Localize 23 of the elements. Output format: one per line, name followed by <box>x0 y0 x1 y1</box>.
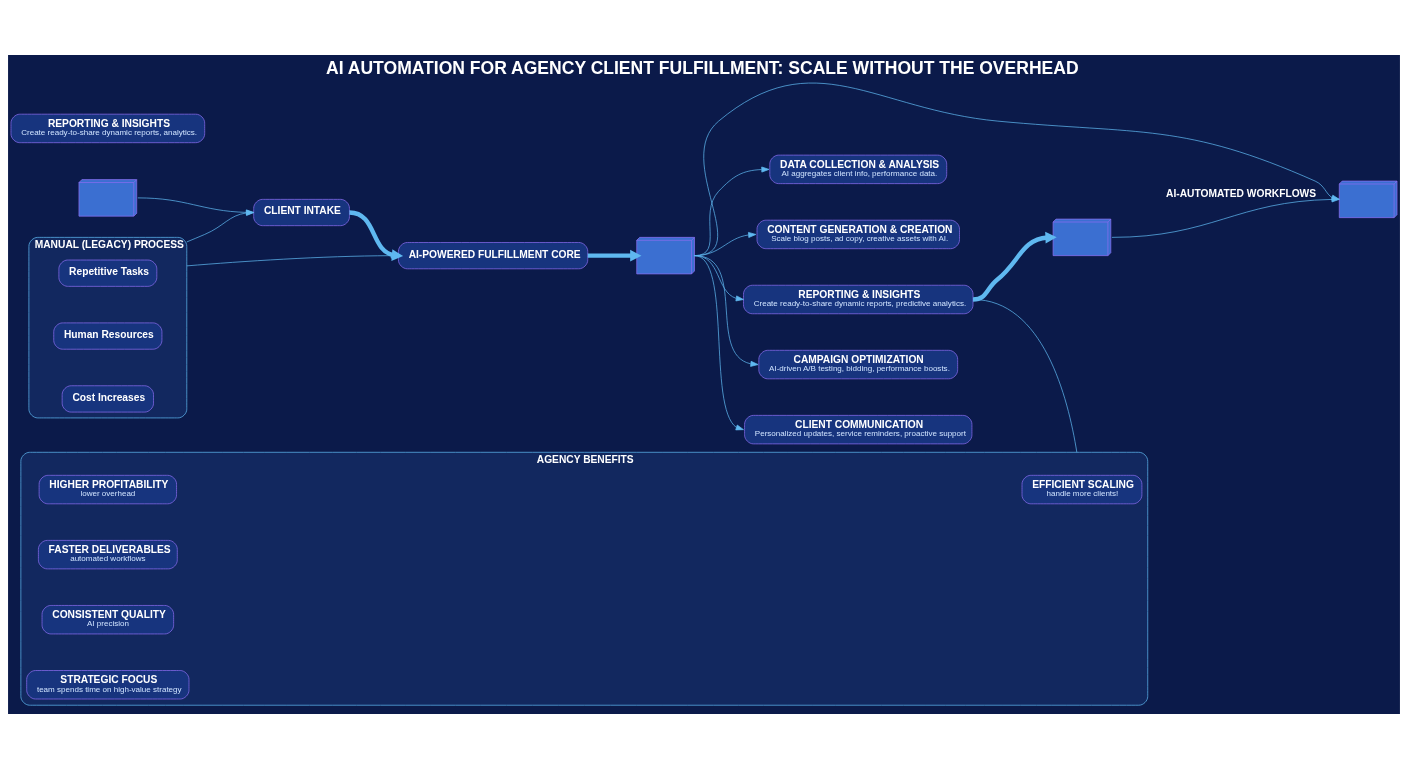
node-box: CONTENT GENERATION & CREATION Scale blog posts, ad copy, creative assets with AI. <box>756 219 960 249</box>
arrow <box>137 197 255 215</box>
node-box: REPORTING & INSIGHTS Create ready-to-share dynamic reports, predictive analytics. <box>743 284 974 314</box>
arrow <box>694 254 744 430</box>
node-box: CAMPAIGN OPTIMIZATION AI-driven A/B testing, bidding, performance boosts. <box>758 349 959 379</box>
node-box: Human Resources <box>53 322 163 350</box>
node-box: EFFICIENT SCALING handle more clients! <box>1021 474 1143 504</box>
node-box: CLIENT COMMUNICATION Personalized updates, service reminders, proactive support <box>744 414 973 444</box>
arrow <box>972 231 1057 302</box>
node-box: HIGHER PROFITABILITY lower overhead <box>38 474 177 504</box>
node-box: Cost Increases <box>61 384 154 412</box>
edge-label: AI-AUTOMATED WORKFLOWS <box>1166 187 1317 199</box>
arrow <box>587 249 642 262</box>
node-box: DATA COLLECTION & ANALYSIS AI aggregates client info, performance data. <box>769 154 948 184</box>
node-box: CONSISTENT QUALITY AI precision <box>41 604 174 634</box>
node-box: Repetitive Tasks <box>58 259 158 287</box>
diagram-title: AI AUTOMATION FOR AGENCY CLIENT FULFILLMENT: SCALE WITHOUT THE OVERHEAD <box>326 57 1079 78</box>
node-box: CLIENT INTAKE <box>253 198 350 226</box>
node-box: REPORTING & INSIGHTS Create ready-to-share dynamic reports, analytics. <box>10 113 206 143</box>
node-box: STRATEGIC FOCUS team spends time on high-value strategy <box>26 669 190 699</box>
node-box: FASTER DELIVERABLES automated workflows <box>38 539 178 569</box>
arrow <box>186 209 255 242</box>
node-box: AI-POWERED FULFILLMENT CORE <box>398 241 589 269</box>
